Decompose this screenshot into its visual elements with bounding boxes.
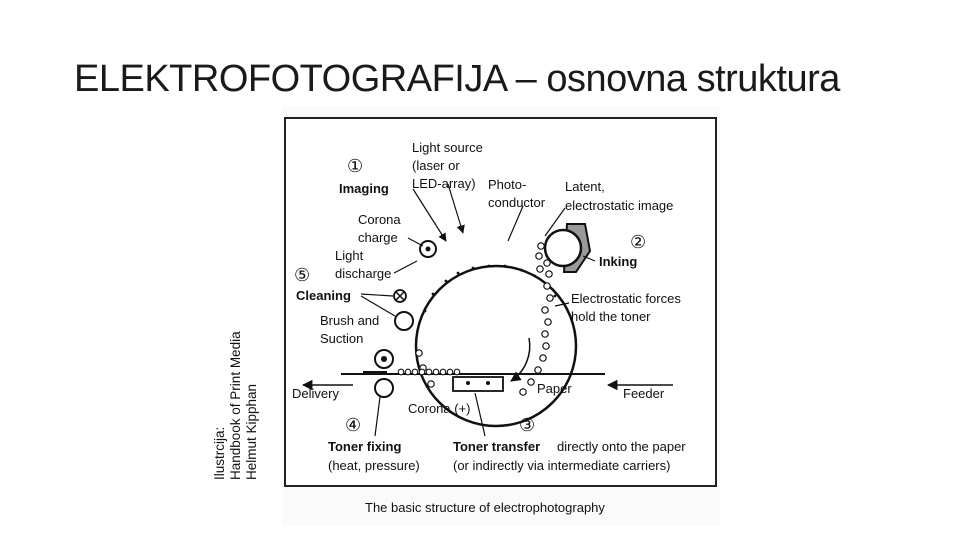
paper-label: Paper: [537, 381, 572, 396]
transfer-corona-unit: [452, 376, 504, 392]
step-3-desc: directly onto the paper: [557, 439, 686, 454]
step-2-title: Inking: [599, 254, 637, 269]
slide-title: ELEKTROFOTOGRAFIJA – osnovna struktura: [74, 58, 840, 100]
diagram-svg: ① ② ③ ④ ⑤ Imaging Inking Cleaning Toner …: [284, 117, 717, 515]
brush-suction-label-2: Suction: [320, 331, 363, 346]
corona-charge-label-1: Corona: [358, 212, 401, 227]
step-3-number: ③: [519, 415, 535, 436]
figure-caption: The basic structure of electrophotograph…: [365, 500, 605, 515]
corona-plus-label: Corona (+): [408, 401, 471, 416]
brush-suction-label-1: Brush and: [320, 313, 379, 328]
step-4-desc: (heat, pressure): [328, 458, 420, 473]
credit-line-3: Helmut Kipphan: [244, 383, 259, 480]
light-discharge-label-2: discharge: [335, 266, 391, 281]
credit-line-2: Handbook of Print Media: [228, 331, 243, 480]
electrostatic-forces-label-2: hold the toner: [571, 309, 651, 324]
transferred-toner: [397, 368, 461, 376]
step-4-title: Toner fixing: [328, 439, 401, 454]
rotation-arrow: [510, 337, 531, 382]
step-3-title: Toner transfer: [453, 439, 540, 454]
latent-image-label-2: electrostatic image: [565, 198, 673, 213]
electrophotography-diagram: ① ② ③ ④ ⑤ Imaging Inking Cleaning Toner …: [283, 106, 720, 526]
leader-lines: [360, 183, 596, 437]
photoconductor-label-1: Photo-: [488, 177, 526, 192]
illustration-credit: Ilustrcija: Handbook of Print Media Helm…: [212, 331, 260, 480]
step-2-number: ②: [630, 232, 646, 253]
step-3-desc2: (or indirectly via intermediate carriers…: [453, 458, 670, 473]
feeder-label: Feeder: [623, 386, 665, 401]
step-1-number: ①: [347, 156, 363, 177]
credit-line-1: Ilustrcija:: [212, 426, 227, 480]
light-source-label-3: LED-array): [412, 176, 476, 191]
step-4-number: ④: [345, 415, 361, 436]
light-source-label-2: (laser or: [412, 158, 460, 173]
photoconductor-label-2: conductor: [488, 195, 546, 210]
cleaning-brush: [394, 311, 414, 331]
step-1-title: Imaging: [339, 181, 389, 196]
fixing-roller-bottom: [374, 378, 394, 398]
step-5-number: ⑤: [294, 265, 310, 286]
corona-charge-label-2: charge: [358, 230, 398, 245]
delivery-label: Delivery: [292, 386, 339, 401]
inking-roller: [543, 228, 583, 268]
latent-image-label-1: Latent,: [565, 179, 605, 194]
latent-charges: [423, 264, 557, 313]
light-discharge-label-1: Light: [335, 248, 364, 263]
electrostatic-forces-label-1: Electrostatic forces: [571, 291, 681, 306]
step-5-title: Cleaning: [296, 288, 351, 303]
light-source-label-1: Light source: [412, 140, 483, 155]
